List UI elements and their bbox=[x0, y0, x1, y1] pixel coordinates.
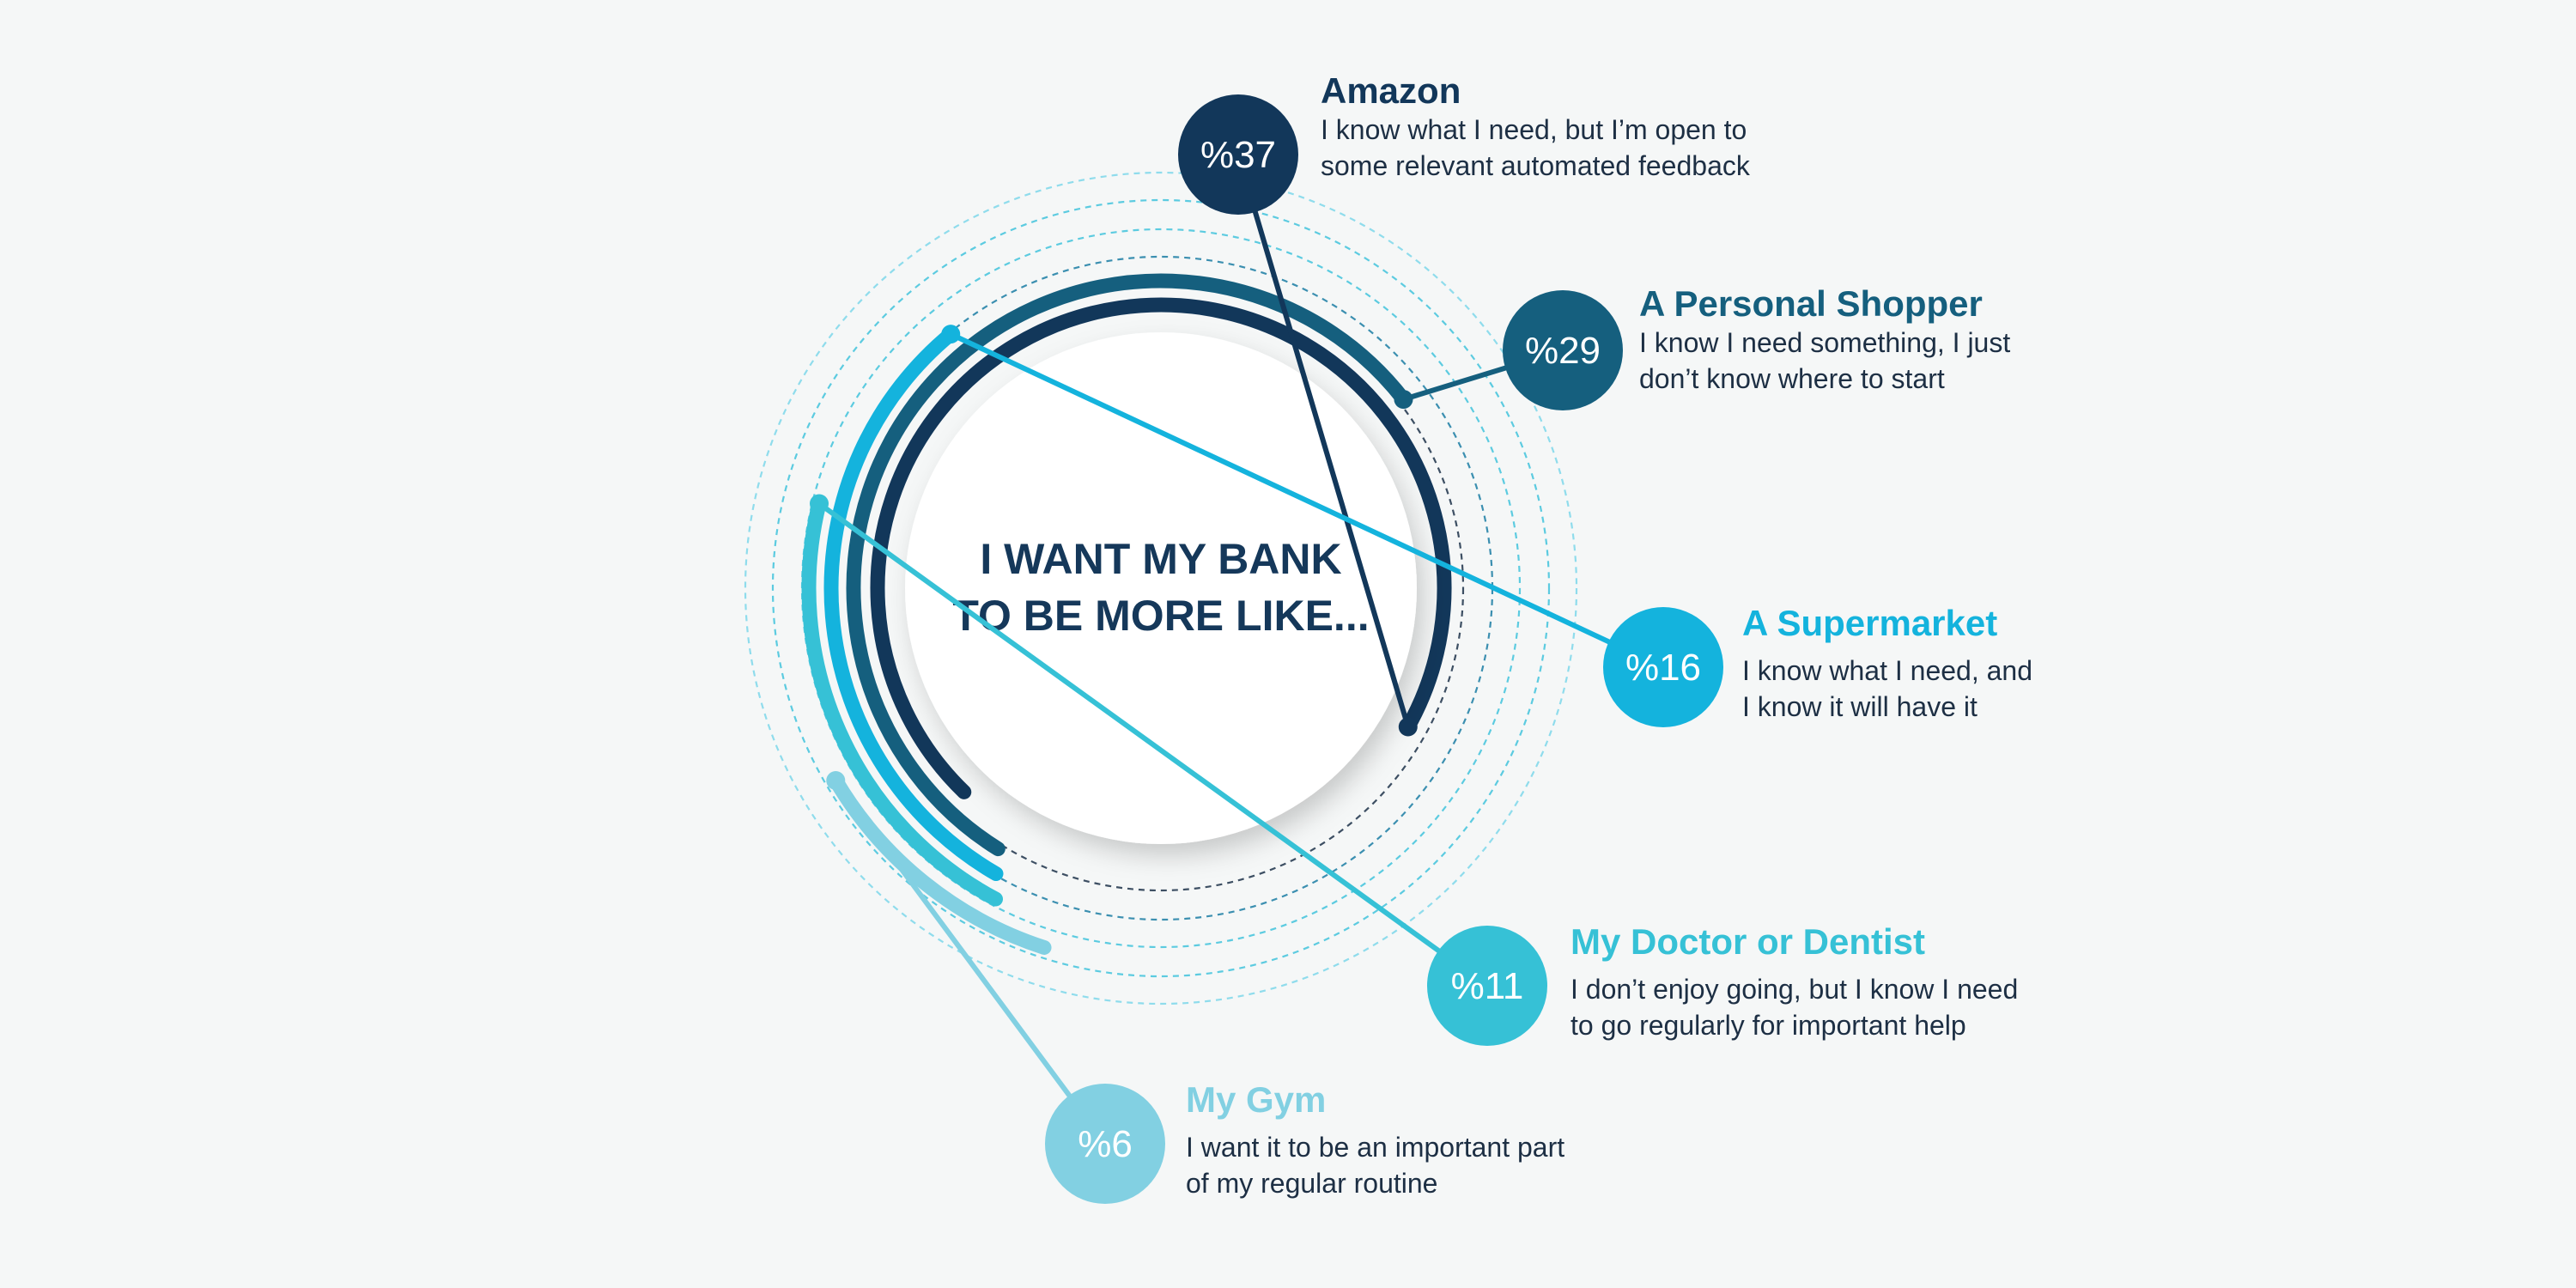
series-name: My Gym bbox=[1186, 1079, 1327, 1120]
series-arc bbox=[801, 496, 1004, 907]
arc-endpoint-dot bbox=[810, 494, 829, 513]
arc-endpoint-dot bbox=[941, 325, 961, 344]
center-title-line-1: I WANT MY BANK bbox=[980, 535, 1341, 583]
arc-endpoint-dot bbox=[826, 770, 846, 790]
series-arc bbox=[870, 297, 1452, 799]
guide-ring bbox=[800, 228, 1522, 949]
series-name: A Supermarket bbox=[1742, 603, 1998, 643]
guide-ring bbox=[771, 198, 1551, 978]
arc-endpoint-dot bbox=[1394, 390, 1413, 410]
legend-entry: My Gym I want it to be an important part o… bbox=[1186, 1079, 1564, 1201]
value-label: %11 bbox=[1451, 965, 1524, 1007]
value-label: %37 bbox=[1200, 134, 1276, 176]
series-name: My Doctor or Dentist bbox=[1571, 921, 1926, 962]
series-description-line: I know it will have it bbox=[1742, 691, 1978, 722]
series-description-line: don’t know where to start bbox=[1639, 363, 1945, 394]
value-badge bbox=[1178, 94, 1298, 215]
series-name: Amazon bbox=[1321, 70, 1461, 111]
series-description-line: to go regularly for important help bbox=[1571, 1010, 1966, 1041]
series-name: A Personal Shopper bbox=[1639, 283, 1983, 324]
center-title-line-2: TO BE MORE LIKE... bbox=[952, 592, 1369, 640]
value-badge bbox=[1603, 607, 1723, 727]
series-description-line: some relevant automated feedback bbox=[1321, 150, 1750, 181]
callout-connector bbox=[1236, 154, 1411, 728]
value-label: %6 bbox=[1078, 1123, 1133, 1165]
center-disc bbox=[905, 332, 1417, 844]
value-badge bbox=[1503, 290, 1623, 410]
arc-endpoint-dot bbox=[1398, 717, 1418, 737]
value-label: %29 bbox=[1525, 330, 1601, 372]
series-description-line: of my regular routine bbox=[1186, 1168, 1438, 1199]
legend-entry: My Doctor or Dentist I don’t enjoy going,… bbox=[1571, 921, 2018, 1043]
series-description-line: I don’t enjoy going, but I know I need bbox=[1571, 974, 2019, 1005]
series-description-line: I know what I need, and bbox=[1742, 655, 2032, 686]
value-label: %16 bbox=[1625, 647, 1701, 689]
callout-connector bbox=[833, 779, 1108, 1145]
series-arc bbox=[846, 273, 1411, 857]
value-callouts: %37 %29 %16 %11 %6 bbox=[810, 94, 1723, 1204]
legend-entry: A Supermarket I know what I need, and I kn… bbox=[1742, 603, 2032, 725]
series-description-line: I know I need something, I just bbox=[1639, 327, 2011, 358]
value-badge bbox=[1045, 1084, 1165, 1204]
series-arc bbox=[823, 326, 1004, 882]
callout-connector bbox=[949, 331, 1665, 670]
series-description-line: I know what I need, but I’m open to bbox=[1321, 114, 1747, 145]
guide-ring bbox=[744, 171, 1578, 1005]
callout-connector bbox=[817, 501, 1489, 988]
series-description-line: I want it to be an important part bbox=[1186, 1132, 1565, 1163]
value-badge bbox=[1427, 926, 1547, 1046]
